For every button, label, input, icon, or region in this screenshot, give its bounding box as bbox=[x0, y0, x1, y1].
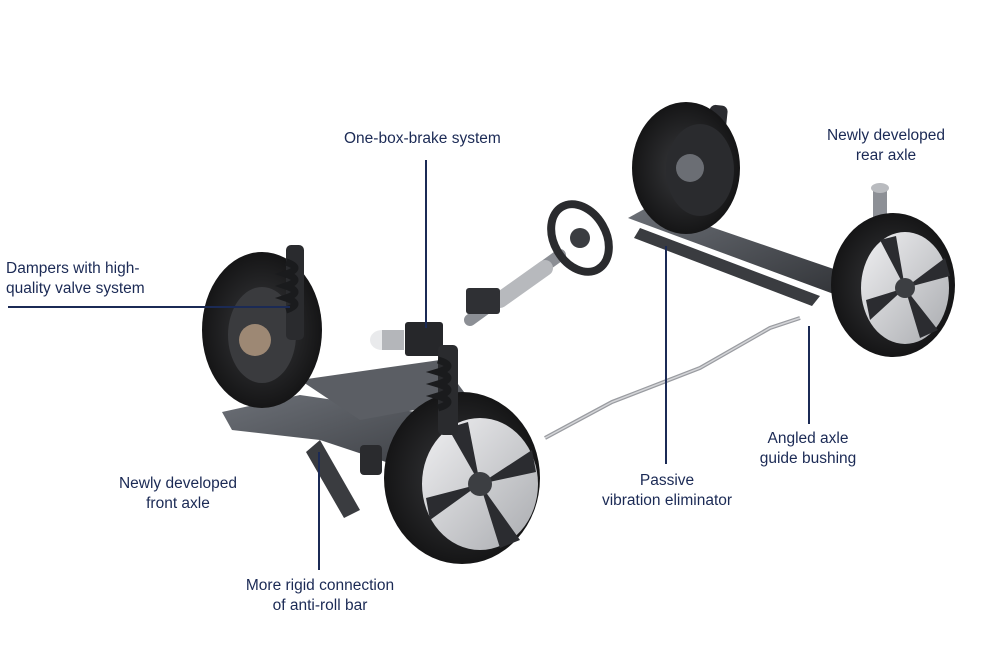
label-axle-bushing-line1: Angled axle bbox=[767, 430, 849, 447]
steering-assembly bbox=[464, 200, 613, 326]
label-front-axle: Newly developed front axle bbox=[110, 474, 246, 514]
label-rear-axle: Newly developed rear axle bbox=[820, 126, 952, 166]
leader-dampers bbox=[8, 306, 290, 308]
label-dampers-line1: Dampers with high- bbox=[6, 260, 140, 277]
label-dampers: Dampers with high- quality valve system bbox=[6, 259, 145, 299]
leader-vibration-eliminator bbox=[665, 246, 667, 464]
label-one-box-brake: One-box-brake system bbox=[344, 129, 501, 149]
label-dampers-line2: quality valve system bbox=[6, 280, 145, 297]
label-axle-bushing-line2: guide bushing bbox=[759, 450, 857, 467]
rear-left-wheel bbox=[632, 102, 740, 234]
label-vibration-eliminator-line2: vibration eliminator bbox=[601, 492, 733, 509]
front-right-wheel bbox=[384, 345, 540, 564]
rear-right-wheel bbox=[831, 213, 955, 357]
label-one-box-brake-line1: One-box-brake system bbox=[344, 130, 501, 147]
leader-anti-roll-bar bbox=[318, 452, 320, 570]
label-rear-axle-line2: rear axle bbox=[855, 147, 917, 164]
label-anti-roll-bar-line1: More rigid connection bbox=[245, 577, 395, 594]
label-rear-axle-line1: Newly developed bbox=[826, 127, 946, 144]
label-vibration-eliminator-line1: Passive bbox=[639, 472, 695, 489]
leader-axle-bushing bbox=[808, 326, 810, 424]
label-front-axle-line2: front axle bbox=[146, 495, 210, 512]
leader-one-box-brake bbox=[425, 160, 427, 328]
label-anti-roll-bar: More rigid connection of anti-roll bar bbox=[230, 576, 410, 616]
brake-unit bbox=[370, 322, 443, 356]
label-vibration-eliminator: Passive vibration eliminator bbox=[592, 471, 742, 511]
label-front-axle-line1: Newly developed bbox=[118, 475, 238, 492]
label-anti-roll-bar-line2: of anti-roll bar bbox=[272, 597, 368, 614]
label-axle-bushing: Angled axle guide bushing bbox=[752, 429, 864, 469]
front-left-wheel bbox=[202, 245, 322, 408]
